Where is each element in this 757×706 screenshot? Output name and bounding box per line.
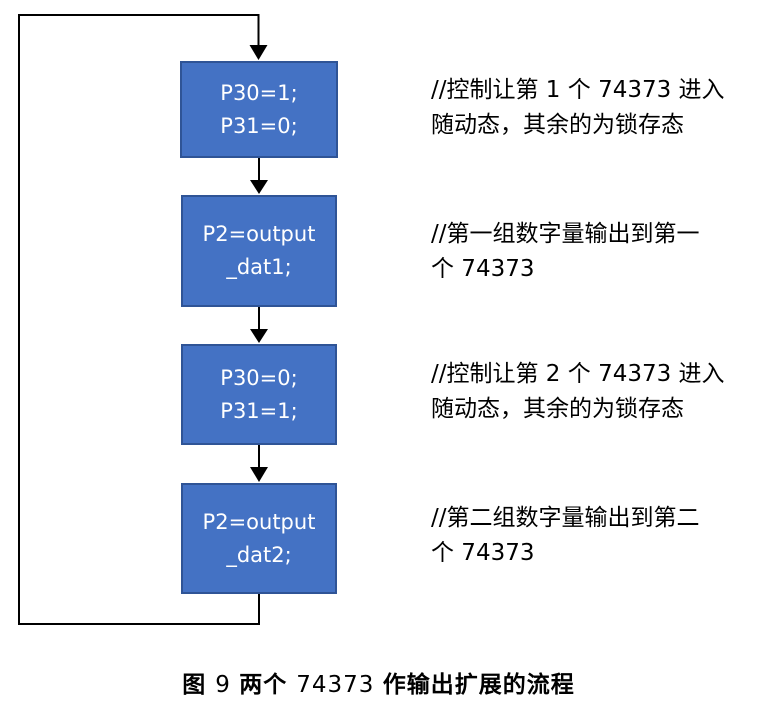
arrowhead-3-4-icon (250, 467, 268, 482)
comment-line: //控制让第 1 个 74373 进入 (431, 77, 725, 103)
arrowhead-1-2-icon (250, 180, 268, 194)
comment-line: //控制让第 2 个 74373 进入 (431, 361, 725, 387)
comment-line: //第二组数字量输出到第二 (431, 505, 700, 531)
caption-segment: 74373 (296, 672, 383, 698)
flow-box-line: P30=1; (220, 80, 298, 105)
comment-step-3: //控制让第 2 个 74373 进入 随动态，其余的为锁存态 (431, 357, 755, 427)
caption-segment: 两个 (239, 672, 297, 698)
comment-line: //第一组数字量输出到第一 (431, 221, 700, 247)
comment-line: 随动态，其余的为锁存态 (431, 396, 684, 422)
flow-box-line: P31=1; (220, 398, 298, 423)
flow-box-line: P30=0; (220, 365, 298, 390)
flow-box-line: _dat1; (226, 255, 292, 279)
flow-box-line: P2=output (202, 222, 316, 246)
flow-box-step-3: P30=0; P31=1; (181, 344, 337, 445)
flow-box-step-2: P2=output _dat1; (181, 195, 337, 307)
loop-back-connector (18, 14, 260, 625)
flow-box-line: P2=output (202, 509, 316, 534)
caption-segment: 9 (215, 672, 240, 698)
comment-line: 个 74373 (431, 540, 535, 566)
flow-box-line: _dat2; (226, 542, 292, 567)
caption-segment: 作输出扩展的流程 (382, 672, 575, 698)
loop-arrowhead-icon (249, 45, 268, 60)
comment-step-4: //第二组数字量输出到第二 个 74373 (431, 501, 755, 571)
caption-segment: 图 (182, 672, 216, 698)
comment-step-2: //第一组数字量输出到第一 个 74373 (431, 217, 755, 287)
comment-line: 个 74373 (431, 256, 535, 282)
flow-box-step-4: P2=output _dat2; (181, 483, 337, 594)
arrowhead-2-3-icon (250, 329, 268, 343)
comment-line: 随动态，其余的为锁存态 (431, 112, 684, 138)
figure-caption: 图 9 两个 74373 作输出扩展的流程 (0, 665, 757, 699)
flow-box-step-1: P30=1; P31=0; (180, 61, 338, 158)
flow-box-line: P31=0; (220, 113, 298, 138)
comment-step-1: //控制让第 1 个 74373 进入 随动态，其余的为锁存态 (431, 73, 755, 143)
